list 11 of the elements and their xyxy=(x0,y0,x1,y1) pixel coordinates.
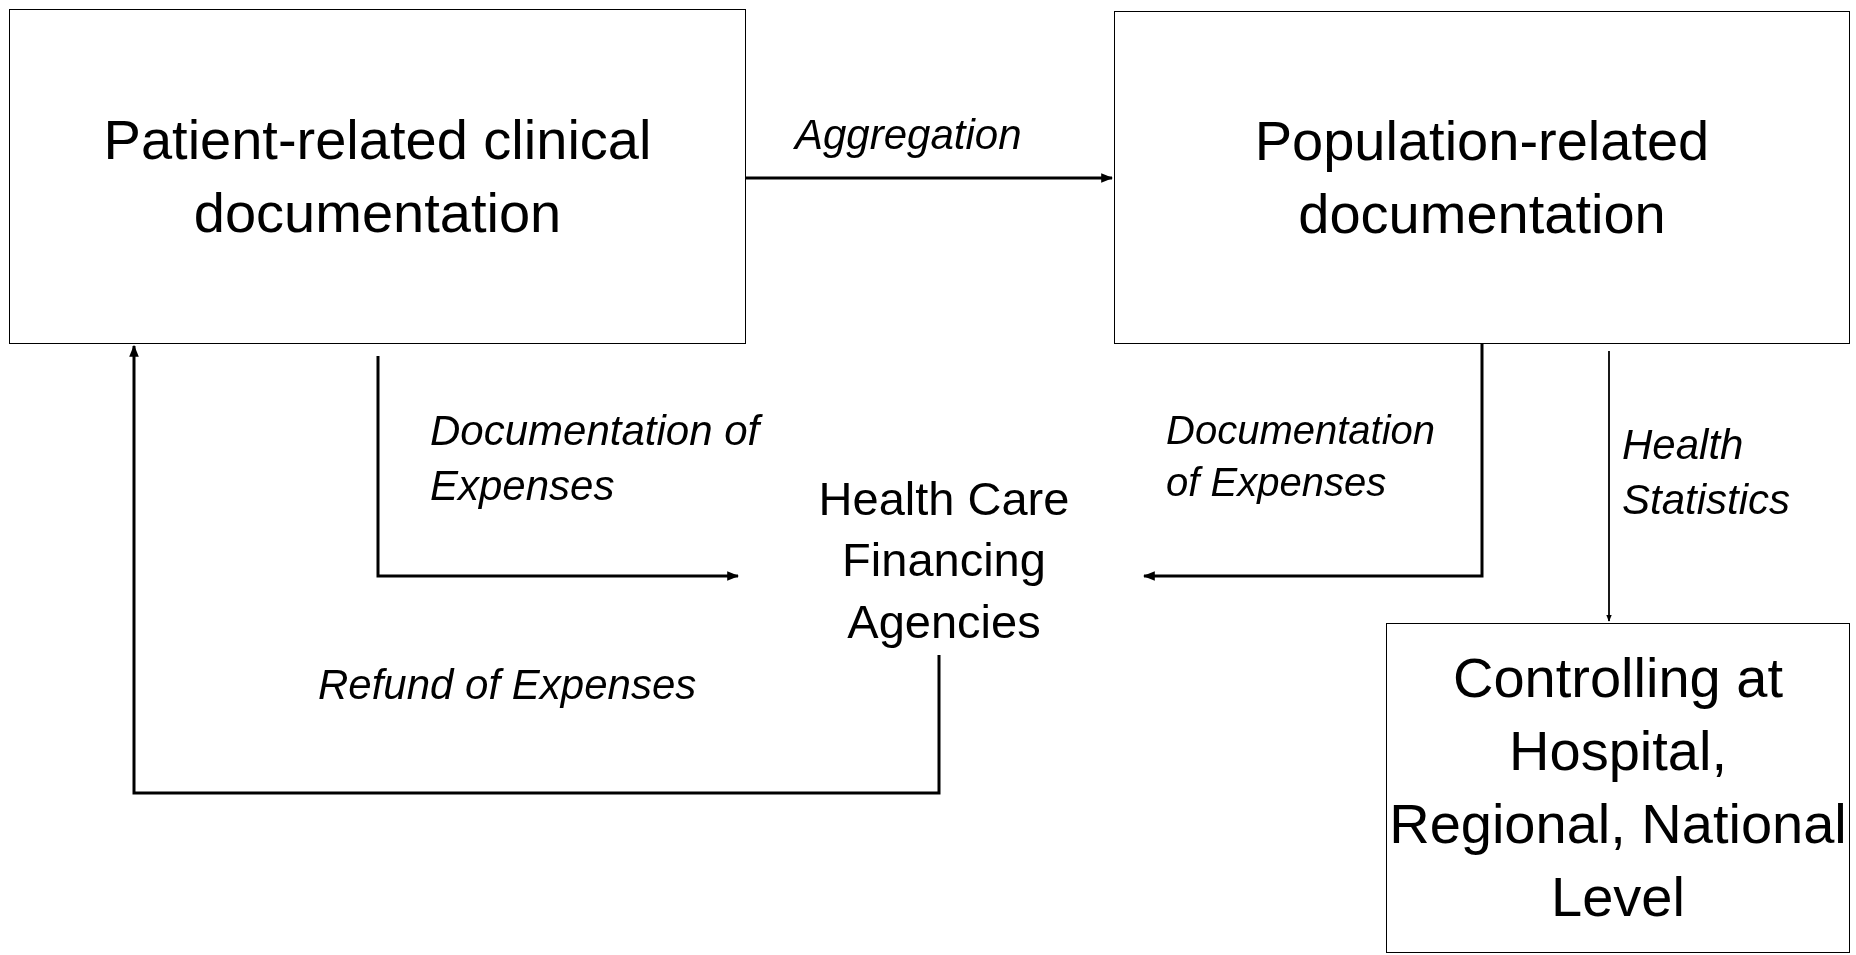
process-box xyxy=(1114,11,1850,344)
arrow xyxy=(746,173,1114,183)
node-label: Controlling at Hospital, Regional, National Level xyxy=(1388,645,1848,930)
arrow xyxy=(1142,344,1484,581)
arrow xyxy=(129,344,941,795)
process-box xyxy=(9,9,746,344)
arrow xyxy=(1606,350,1612,622)
node-label: Population-related documentation xyxy=(1253,107,1711,247)
node-label: Patient-related clinical documentation xyxy=(102,106,653,246)
arrow xyxy=(376,356,740,581)
node-label: Health Care Financing Agencies xyxy=(817,471,1071,650)
